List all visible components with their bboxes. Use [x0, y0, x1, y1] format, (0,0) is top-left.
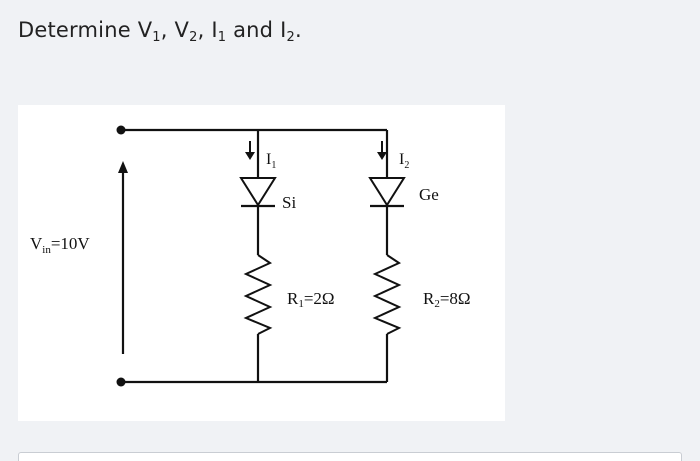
si-label: Si — [282, 193, 296, 212]
resistor-r2 — [372, 254, 402, 335]
circuit-figure: I1 I2 Si Ge Vin=10V R1=2Ω R2=8Ω — [18, 105, 505, 421]
question-text: Determine V1, V2, I1 and I2. — [18, 18, 302, 45]
bottom-terminal-dot — [116, 377, 126, 387]
top-terminal-dot — [116, 125, 126, 135]
r1-label: R1=2Ω — [287, 289, 335, 310]
source-arrow-head — [118, 161, 128, 173]
i1-label: I1 — [266, 151, 276, 171]
ge-label: Ge — [419, 185, 439, 204]
ge-diode — [368, 177, 406, 208]
i2-label: I2 — [399, 151, 409, 171]
si-diode — [239, 177, 277, 208]
resistor-r1 — [243, 254, 273, 335]
r2-label: R2=8Ω — [423, 289, 471, 310]
next-content-panel-edge — [18, 452, 682, 461]
i1-current-arrow — [245, 141, 255, 160]
source-label: Vin=10V — [30, 234, 90, 256]
circuit-diagram: I1 I2 Si Ge Vin=10V R1=2Ω R2=8Ω — [30, 125, 471, 387]
i2-current-arrow — [377, 141, 387, 160]
